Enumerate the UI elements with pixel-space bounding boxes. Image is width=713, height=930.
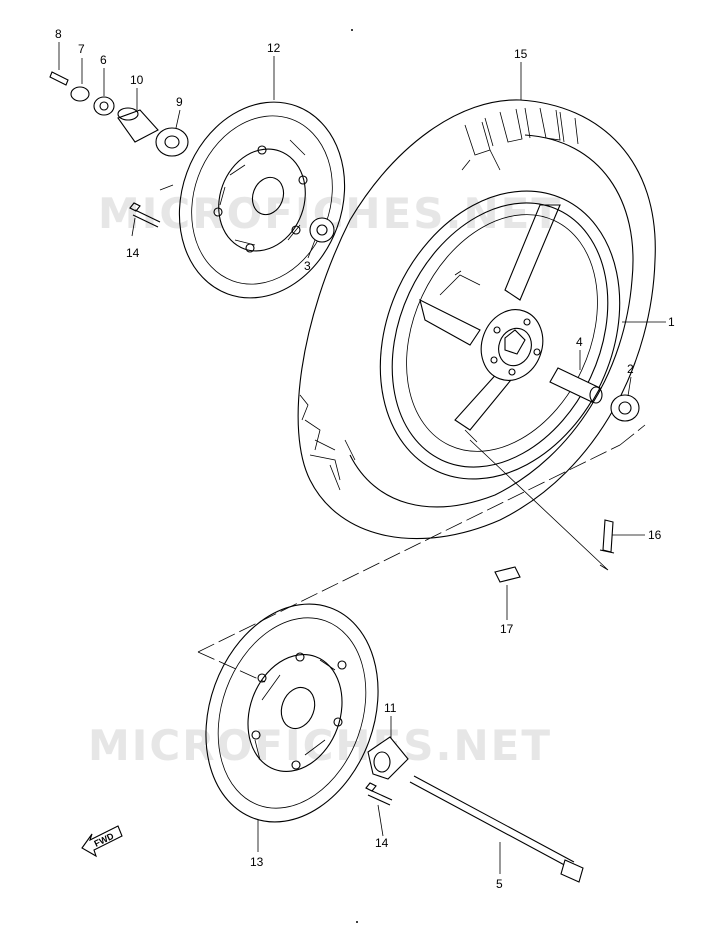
- callout-13: 13: [250, 855, 264, 869]
- watermark-bottom: MICROFICHES.NET: [88, 721, 552, 770]
- callout-5: 5: [496, 877, 503, 891]
- callout-1: 1: [668, 315, 675, 329]
- callout-6: 6: [100, 53, 107, 67]
- part-gearbox: [367, 736, 409, 780]
- callout-7: 7: [78, 42, 85, 56]
- callout-16: 16: [648, 528, 662, 542]
- callout-17: 17: [500, 622, 514, 636]
- fwd-arrow-icon: FWD: [81, 825, 123, 858]
- part-bearing-3: [309, 217, 335, 243]
- part-sleeve: [549, 367, 601, 403]
- brake-disc-12: [178, 101, 346, 299]
- callout-10: 10: [130, 73, 144, 87]
- callout-8: 8: [55, 27, 62, 41]
- part-bearing-2: [610, 394, 640, 422]
- tire-outline: [297, 99, 656, 540]
- callout-2: 2: [627, 362, 634, 376]
- part-nut: [70, 86, 90, 102]
- part-balancer: [494, 566, 521, 583]
- callout-9: 9: [176, 95, 183, 109]
- part-valve: [599, 519, 615, 554]
- part-spacer: [117, 109, 159, 143]
- callout-15: 15: [514, 47, 528, 61]
- callout-4: 4: [576, 335, 583, 349]
- part-bolt-14-bottom: [365, 782, 393, 806]
- part-washer: [93, 96, 115, 116]
- brake-disc-13: [205, 603, 379, 823]
- callout-11: 11: [384, 701, 397, 715]
- callout-3: 3: [304, 259, 311, 273]
- part-axle: [409, 775, 575, 869]
- part-cotter-pin: [49, 71, 69, 86]
- part-collar: [155, 127, 189, 157]
- callout-12: 12: [267, 41, 281, 55]
- callout-14-bottom: 14: [375, 836, 389, 850]
- part-bolt-14-top: [129, 202, 161, 228]
- callout-14-top: 14: [126, 246, 140, 260]
- wheel-assembly: [297, 99, 656, 540]
